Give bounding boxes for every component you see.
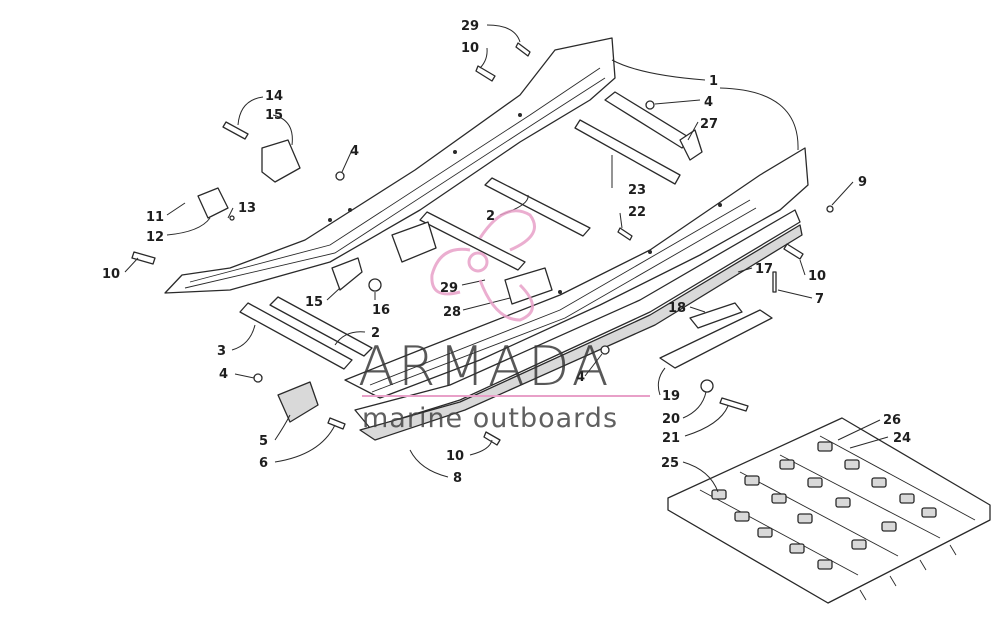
callout-3: 3 (217, 344, 226, 359)
callout-11: 11 (146, 210, 164, 225)
callout-29: 29 (461, 19, 479, 34)
track (667, 417, 991, 604)
cross-shaft-lower-3 (239, 302, 353, 370)
callout-10: 10 (461, 41, 479, 56)
propeller-logo-icon (430, 209, 536, 322)
bumper-block (689, 302, 743, 329)
track-studs (711, 441, 937, 570)
callout-2: 2 (371, 326, 380, 341)
bracket-15-lower (331, 257, 363, 291)
nuts (229, 100, 834, 383)
slide-rail (354, 209, 803, 441)
callout-labels: 29 10 1 4 27 14 15 4 23 9 11 13 12 2 22 … (102, 19, 911, 486)
callout-12: 12 (146, 230, 164, 245)
callout-29: 29 (440, 281, 458, 296)
cross-shaft-mid-2 (419, 211, 526, 271)
bracket-upper-center (391, 221, 437, 263)
callout-9: 9 (858, 175, 867, 190)
propeller-hub (467, 251, 489, 273)
watermark-logo (430, 209, 536, 322)
callout-4: 4 (704, 95, 713, 110)
callout-4: 4 (576, 370, 585, 385)
callout-10: 10 (102, 267, 120, 282)
callout-2: 2 (486, 209, 495, 224)
callout-19: 19 (662, 389, 680, 404)
leader-lines (124, 24, 889, 493)
callout-6: 6 (259, 456, 268, 471)
callout-4: 4 (350, 144, 359, 159)
callout-8: 8 (453, 471, 462, 486)
watermark-tagline: marine outboards (362, 403, 618, 434)
callout-4: 4 (219, 367, 228, 382)
callout-5: 5 (259, 434, 268, 449)
callout-27: 27 (700, 117, 718, 132)
cross-shaft-lower-2 (269, 296, 373, 357)
nut-16 (368, 278, 382, 292)
callout-24: 24 (893, 431, 911, 446)
washer-20 (700, 379, 714, 393)
callout-15: 15 (305, 295, 323, 310)
bracket-28 (504, 267, 553, 305)
callout-20: 20 (662, 412, 680, 427)
rail-left (164, 37, 616, 294)
callout-17: 17 (755, 262, 773, 277)
bolts (131, 42, 804, 446)
callout-10: 10 (446, 449, 464, 464)
rail-right (344, 147, 809, 399)
callout-28: 28 (443, 305, 461, 320)
callout-10: 10 (808, 269, 826, 284)
callout-26: 26 (883, 413, 901, 428)
callout-25: 25 (661, 456, 679, 471)
stop-block-12 (197, 187, 229, 219)
callout-22: 22 (628, 205, 646, 220)
callout-21: 21 (662, 431, 680, 446)
rear-bracket (659, 309, 773, 369)
stopper-5 (277, 381, 319, 423)
callout-14: 14 (265, 89, 283, 104)
callout-13: 13 (238, 201, 256, 216)
cross-shaft-upper-2 (484, 177, 591, 237)
callout-15: 15 (265, 108, 283, 123)
pivot-plate-15 (261, 139, 301, 183)
watermark-brand: ARMADA (358, 335, 612, 398)
cross-shaft-23 (574, 119, 681, 185)
callout-16: 16 (372, 303, 390, 318)
callout-1: 1 (709, 74, 718, 89)
callout-23: 23 (628, 183, 646, 198)
callout-7: 7 (815, 292, 824, 307)
cross-shaft-27 (604, 91, 703, 161)
callout-18: 18 (668, 301, 686, 316)
watermark-text: ARMADA marine outboards (358, 335, 650, 434)
